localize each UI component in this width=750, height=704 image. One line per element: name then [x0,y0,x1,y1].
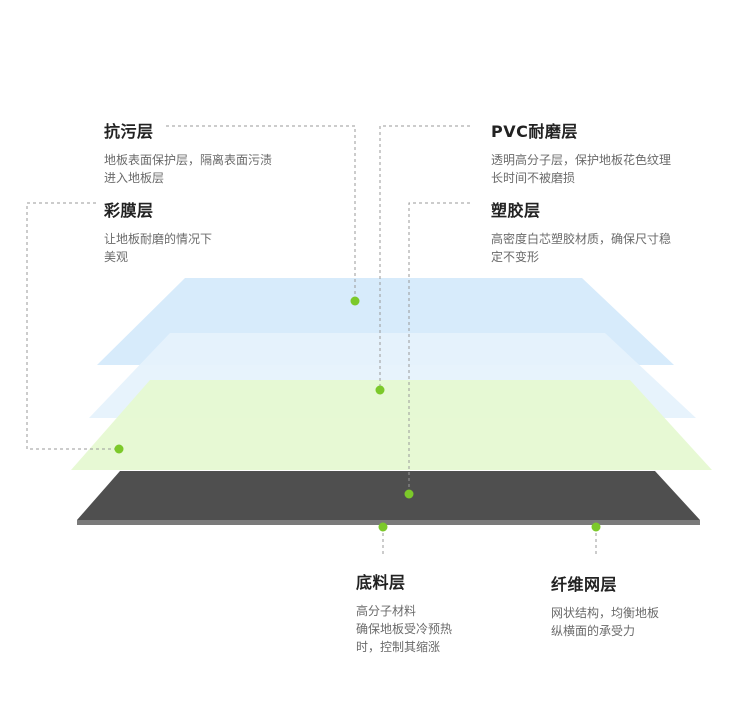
fiber-layer-label: 纤维网层 网状结构，均衡地板 纵横面的承受力 [551,571,659,640]
pvc-wear-layer-title: PVC耐磨层 [491,122,578,141]
pvc-leader-line [379,125,470,390]
desc-line: 确保地板受冷预热 [356,622,453,636]
pvc-wear-layer-desc: 透明高分子层，保护地板花色纹理 长时间不被磨损 [491,151,671,187]
plastic-layer-desc: 高密度白芯塑胶材质，确保尺寸稳 定不变形 [491,230,671,266]
antifouling-layer-desc: 地板表面保护层，隔离表面污渍 进入地板层 [104,151,272,187]
desc-line: 纵横面的承受力 [551,624,636,638]
plastic-layer-label: 塑胶层 高密度白芯塑胶材质，确保尺寸稳 定不变形 [491,197,671,266]
desc-line: 高分子材料 [356,604,417,618]
base-layer-edge [77,520,700,525]
base-layer-desc: 高分子材料 确保地板受冷预热 时，控制其缩涨 [356,602,452,656]
color-film-leader-line [26,202,119,450]
plastic-marker [404,489,414,499]
color-film-layer-desc: 让地板耐磨的情况下 美观 [104,230,212,266]
desc-line: 地板表面保护层，隔离表面污渍 [104,153,273,167]
antifouling-layer-label: 抗污层 地板表面保护层，隔离表面污渍 进入地板层 [104,118,272,187]
base-layer-label: 底料层 高分子材料 确保地板受冷预热 时，控制其缩涨 [356,569,452,656]
desc-line: 时，控制其缩涨 [356,640,441,654]
base-layer-shape [77,471,700,520]
base-layer-title: 底料层 [356,573,406,592]
antifouling-marker [350,296,360,306]
fiber-layer-title: 纤维网层 [551,575,618,594]
desc-line: 透明高分子层，保护地板花色纹理 [491,153,672,167]
desc-line: 让地板耐磨的情况下 [104,232,213,246]
desc-line: 美观 [104,250,129,264]
antifouling-leader-line [166,125,356,301]
pvc-wear-layer-label: PVC耐磨层 透明高分子层，保护地板花色纹理 长时间不被磨损 [491,118,671,187]
desc-line: 长时间不被磨损 [491,171,576,185]
color-film-layer-title: 彩膜层 [104,201,154,220]
base-marker [378,522,388,532]
color-film-marker [114,444,124,454]
desc-line: 定不变形 [491,250,540,264]
plastic-layer-title: 塑胶层 [491,201,541,220]
desc-line: 网状结构，均衡地板 [551,606,660,620]
color-film-layer-shape [71,380,712,470]
color-film-layer-label: 彩膜层 让地板耐磨的情况下 美观 [104,197,212,266]
desc-line: 高密度白芯塑胶材质，确保尺寸稳 [491,232,672,246]
fiber-marker [591,522,601,532]
plastic-leader-line [408,202,470,494]
antifouling-layer-title: 抗污层 [104,122,154,141]
pvc-marker [375,385,385,395]
desc-line: 进入地板层 [104,171,165,185]
fiber-layer-desc: 网状结构，均衡地板 纵横面的承受力 [551,604,659,640]
